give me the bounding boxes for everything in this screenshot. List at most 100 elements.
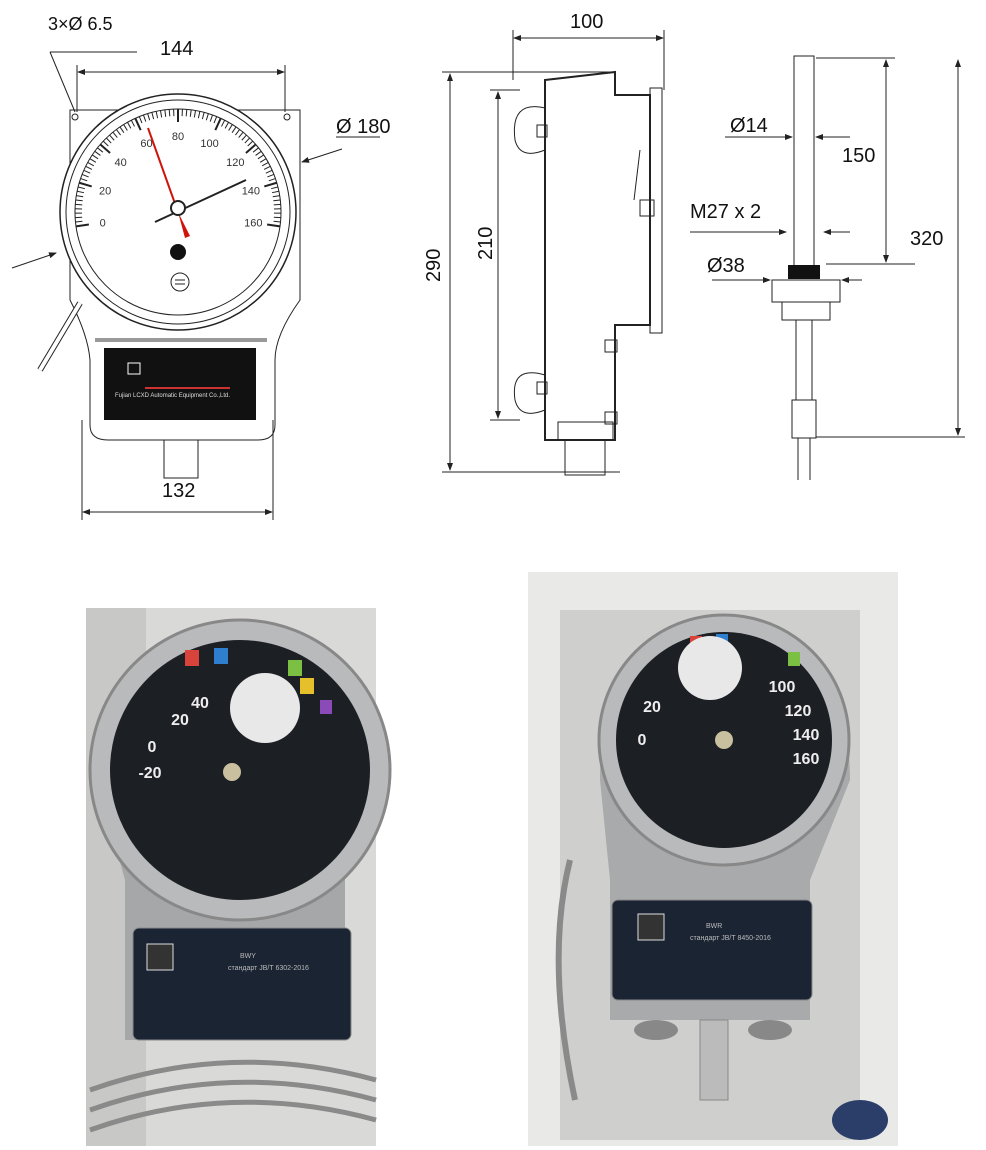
dial-number: 20 bbox=[99, 185, 111, 197]
dial-tick bbox=[271, 190, 279, 194]
dial-tick bbox=[168, 109, 171, 117]
dial-tick bbox=[164, 109, 167, 117]
dial-tick bbox=[189, 109, 192, 117]
hex-nut bbox=[771, 279, 841, 303]
dial-tick bbox=[105, 137, 112, 144]
dial-tick bbox=[221, 119, 226, 127]
standard-label: стандарт JB/T 6302-2016 bbox=[228, 965, 309, 972]
model-label: BWR bbox=[706, 923, 722, 930]
dial-tick bbox=[197, 111, 201, 119]
dial-tick bbox=[228, 124, 233, 131]
calibration-sticker bbox=[230, 673, 300, 743]
reset-knob bbox=[170, 244, 186, 260]
dial-number: 160 bbox=[244, 218, 262, 230]
dial-tick bbox=[259, 158, 267, 163]
dial-tick bbox=[193, 110, 197, 118]
dial-ticks bbox=[75, 109, 281, 228]
dial-tick bbox=[205, 113, 209, 121]
mount-spacing-label: 210 bbox=[475, 227, 497, 260]
housing-profile bbox=[544, 70, 651, 441]
front-view: 3×Ø 6.5 144 Ø 180 020406080100120140160 … bbox=[11, 14, 390, 520]
dial-tick bbox=[89, 158, 97, 163]
dial-tick bbox=[231, 126, 237, 133]
dial-number: 160 bbox=[793, 751, 820, 768]
dial-tick bbox=[75, 220, 83, 223]
dial-number: 100 bbox=[769, 679, 796, 696]
dial-tick bbox=[271, 186, 279, 190]
dial-tick bbox=[109, 134, 115, 141]
dial-tick bbox=[119, 126, 125, 133]
dial-tick bbox=[241, 134, 247, 141]
dial-tick bbox=[75, 203, 83, 206]
gauge-body bbox=[69, 109, 301, 441]
dial-number: -20 bbox=[138, 765, 161, 782]
dial-number: 40 bbox=[115, 157, 127, 169]
dial-number: 0 bbox=[638, 732, 647, 749]
stem-side bbox=[564, 439, 606, 476]
dial-tick bbox=[255, 150, 262, 156]
nameplate-text: Fujian LCXD Automatic Equipment Co.,Ltd. bbox=[115, 393, 230, 399]
dial-tick bbox=[224, 122, 229, 129]
thread-section bbox=[788, 265, 820, 279]
dial-number: 140 bbox=[242, 185, 260, 197]
diameter-label: Ø 180 bbox=[336, 116, 390, 138]
black-needle bbox=[154, 179, 247, 223]
dial-number: 120 bbox=[226, 157, 244, 169]
dial-tick bbox=[87, 162, 95, 167]
dial-tick bbox=[244, 137, 251, 144]
dial-tick bbox=[91, 154, 99, 160]
dial-tick bbox=[185, 109, 188, 117]
dial-tick bbox=[75, 199, 83, 202]
capillary-coil bbox=[89, 1059, 377, 1133]
dial-tick bbox=[155, 111, 159, 119]
dial-tick bbox=[266, 223, 281, 228]
dial-tick bbox=[209, 114, 214, 122]
dial-tick bbox=[94, 150, 101, 156]
dial-tick bbox=[273, 199, 281, 202]
depth-label: 100 bbox=[570, 11, 603, 33]
accessory-bag bbox=[832, 1100, 888, 1140]
dial-tick bbox=[263, 165, 271, 170]
dial-tick bbox=[112, 131, 118, 138]
dial-tick bbox=[85, 165, 93, 170]
insert-length-label: 150 bbox=[842, 145, 875, 167]
dial-tick bbox=[127, 122, 132, 129]
dial-tick bbox=[264, 181, 278, 188]
dial-tick bbox=[147, 113, 151, 121]
dial-number: 40 bbox=[191, 695, 209, 712]
dial-tick bbox=[235, 129, 241, 136]
dial-tick bbox=[76, 195, 84, 198]
dial-tick bbox=[252, 147, 259, 153]
dial-tick bbox=[80, 178, 88, 182]
dial-tick bbox=[273, 203, 281, 206]
photo-right: 0 20 100 120 140 160 BWR стандарт JB/T 8… bbox=[528, 572, 898, 1146]
standard-label: стандарт JB/T 8450-2016 bbox=[690, 935, 771, 942]
nut-diameter-label: Ø38 bbox=[707, 255, 745, 277]
dial-tick bbox=[273, 220, 281, 223]
red-needle bbox=[147, 127, 179, 213]
height-label: 290 bbox=[423, 249, 445, 282]
holes-label: 3×Ø 6.5 bbox=[48, 14, 113, 34]
dial-tick bbox=[77, 190, 85, 194]
dial-tick bbox=[265, 169, 273, 174]
dial-tick bbox=[78, 181, 92, 188]
calibration-sticker bbox=[678, 636, 742, 700]
dial-number: 0 bbox=[100, 218, 106, 230]
width-top-label: 144 bbox=[160, 38, 193, 60]
dial-tick bbox=[123, 124, 128, 131]
dial-tick bbox=[213, 116, 218, 124]
dial-tick bbox=[81, 173, 89, 178]
dial-number: 0 bbox=[148, 739, 157, 756]
side-view: 100 290 210 bbox=[423, 11, 665, 476]
dial-tick bbox=[99, 143, 111, 154]
dial-tick bbox=[245, 143, 257, 154]
dial-number: 60 bbox=[140, 138, 152, 150]
stem bbox=[699, 1019, 729, 1101]
dial-number: 140 bbox=[793, 727, 820, 744]
dial-tick bbox=[97, 147, 104, 153]
dial-tick bbox=[134, 117, 142, 131]
dial-tick bbox=[142, 114, 147, 122]
width-bottom-label: 132 bbox=[162, 480, 195, 502]
dial-tick bbox=[75, 223, 90, 228]
